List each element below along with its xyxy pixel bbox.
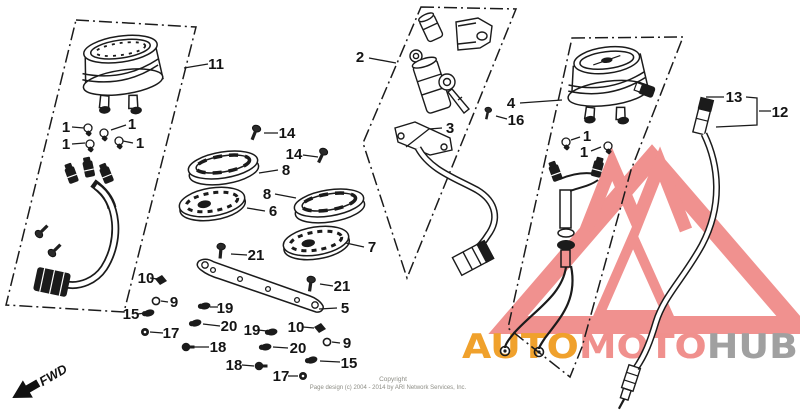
key-cylinder-cap (418, 12, 444, 43)
cable-ferrule-lower (617, 363, 642, 410)
speedometer-cable (617, 96, 720, 410)
mounting-bracket-5 (196, 258, 324, 313)
callout-14: 14 (286, 146, 303, 163)
panel-left-outline (5, 19, 197, 313)
callout-9: 9 (170, 294, 178, 311)
meter-ring-8b (293, 188, 366, 224)
wire-harness-left (33, 155, 120, 297)
callout-1: 1 (580, 144, 588, 161)
speedometer-housing-right (567, 45, 656, 125)
callout-10: 10 (138, 270, 155, 287)
fwd-label: FWD (37, 361, 71, 389)
callout-1: 1 (136, 135, 144, 152)
gauge-face-6 (178, 186, 247, 222)
switch-base-plate (394, 121, 453, 156)
callout-1: 1 (62, 119, 70, 136)
callout-20: 20 (221, 318, 238, 335)
callout-1: 1 (583, 128, 591, 145)
callout-4: 4 (507, 95, 516, 112)
fwd-arrow-icon (12, 379, 41, 398)
callout-5: 5 (341, 300, 349, 317)
callout-17: 17 (163, 325, 180, 342)
callout-12: 12 (772, 104, 789, 121)
callout-8: 8 (282, 162, 290, 179)
callout-1: 1 (62, 136, 70, 153)
callout-16: 16 (508, 112, 525, 129)
switch-connector (451, 239, 495, 277)
callout-3: 3 (446, 120, 454, 137)
trip-reset-knob (633, 81, 656, 98)
callout-14: 14 (279, 125, 296, 142)
callout-1: 1 (128, 116, 136, 133)
speedometer-housing-left (82, 34, 164, 115)
footer-copyright: Copyright Page design (c) 2004 - 2014 by… (310, 376, 467, 391)
wire-harness-right (499, 155, 606, 358)
callout-17: 17 (273, 368, 290, 385)
meter-ring-8a (187, 150, 260, 186)
callout-18: 18 (226, 357, 243, 374)
ignition-switch-assembly (394, 12, 499, 277)
callout-19: 19 (244, 322, 261, 339)
switch-clamp (455, 17, 493, 51)
callout-7: 7 (368, 239, 376, 256)
screw-16 (482, 106, 493, 121)
callout-21: 21 (248, 247, 265, 264)
callout-8: 8 (263, 186, 271, 203)
callout-2: 2 (356, 49, 364, 66)
watermark-logo (488, 144, 800, 334)
ignition-key (438, 73, 471, 114)
panel-middle-outline (362, 6, 518, 281)
callout-leader-lines (71, 57, 771, 377)
copyright-line2: Page design (c) 2004 - 2014 by ARI Netwo… (310, 385, 467, 391)
callout-10: 10 (288, 319, 305, 336)
callout-13: 13 (726, 89, 743, 106)
panel-right-outline (507, 36, 685, 379)
watermark-text-auto: AUTO (462, 327, 579, 367)
fwd-arrow: FWD (12, 361, 71, 398)
callout-9: 9 (343, 335, 351, 352)
callout-15: 15 (341, 355, 358, 372)
callout-6: 6 (269, 203, 277, 220)
watermark-text-hub: HUB (707, 327, 798, 367)
callout-19: 19 (217, 300, 234, 317)
gauge-face-7 (282, 225, 351, 261)
callout-11: 11 (208, 56, 224, 73)
callout-15: 15 (123, 306, 140, 323)
callout-20: 20 (290, 340, 307, 357)
copyright-line1: Copyright (379, 376, 407, 383)
cable-ferrule-upper (692, 96, 715, 136)
callout-21: 21 (334, 278, 351, 295)
callout-18: 18 (210, 339, 227, 356)
